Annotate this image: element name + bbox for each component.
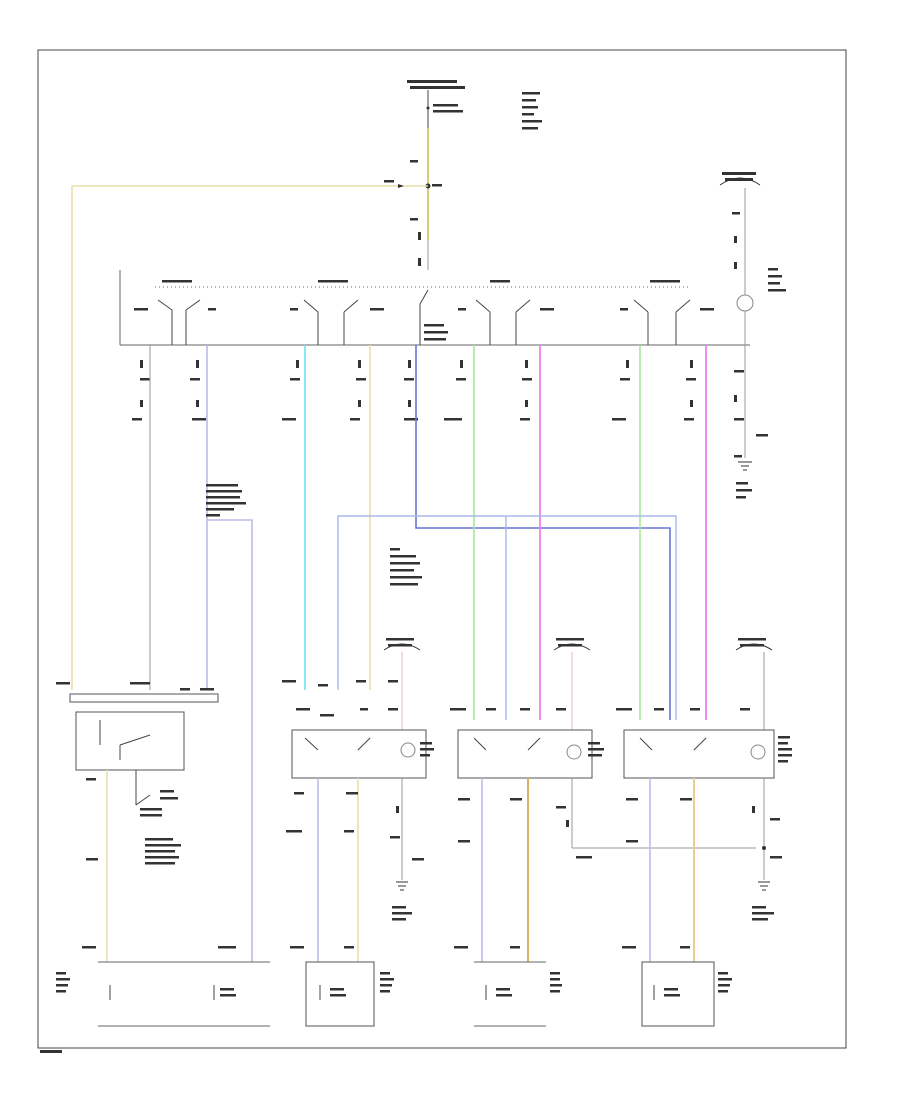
motor-icon	[566, 744, 582, 760]
rf-window-motor	[290, 946, 394, 1027]
label-block	[410, 86, 465, 89]
lf-window-switch	[56, 682, 219, 962]
wire-lavender-lf-door	[207, 519, 253, 962]
master-switch-assembly	[119, 270, 750, 430]
switch-icon	[157, 289, 691, 345]
lr-window-motor	[454, 946, 562, 1027]
power-source-top	[407, 80, 542, 270]
master-switch-ground	[734, 430, 768, 499]
ground-icon	[738, 461, 752, 471]
label-block	[522, 106, 538, 109]
wire-lightblue-lockout	[337, 515, 677, 720]
wire-blue-lr-rr	[415, 345, 671, 720]
top-right-ground-motor	[719, 172, 786, 312]
label-block	[433, 104, 458, 107]
lf-window-motor	[56, 946, 270, 1027]
wire-yellow-left-feed	[71, 185, 428, 690]
label-block	[407, 80, 457, 83]
label-block	[522, 113, 534, 116]
rf-window-switch	[282, 638, 434, 962]
motor-icon	[736, 294, 754, 312]
rr-window-motor	[622, 946, 732, 1027]
ground-icon	[758, 881, 770, 891]
diagram-frame	[37, 49, 847, 1049]
lr-window-switch	[450, 638, 756, 962]
label-block	[522, 99, 536, 102]
footer-code-mark	[40, 1050, 62, 1053]
rr-window-switch	[616, 638, 792, 962]
label-block	[433, 110, 463, 113]
connector-pins-row	[132, 360, 744, 421]
motor-icon	[400, 742, 416, 758]
ground-icon	[396, 881, 408, 891]
label-block	[522, 127, 538, 130]
label-block	[522, 120, 542, 123]
annotation-lf	[206, 484, 246, 517]
motor-icon	[750, 744, 766, 760]
annotation-center	[390, 548, 422, 586]
splice-icon	[762, 846, 766, 850]
label-block	[522, 92, 540, 95]
